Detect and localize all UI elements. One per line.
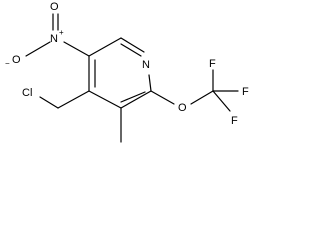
- atom-o-ether: O: [178, 102, 187, 114]
- bond-c2-o-ether: [150, 90, 175, 105]
- chloromethyl-group: [39, 90, 90, 109]
- bond-c5-n-nitro: [63, 41, 90, 57]
- ring-bond-c6-n: [120, 37, 145, 53]
- atom-n-nitro: N: [50, 33, 58, 45]
- atom-fluorine-right: F: [242, 86, 249, 98]
- charge-o-nitro-left: −: [5, 59, 10, 68]
- ring-bond-c5-c6: [88, 37, 122, 57]
- nitro-group: [25, 13, 90, 57]
- atom-chlorine: Cl: [22, 87, 32, 99]
- atom-o-nitro-top: O: [50, 1, 59, 13]
- atom-fluorine-bottom: F: [231, 115, 238, 127]
- ring-double-c2-c3: [120, 91, 146, 103]
- pyridine-ring: [88, 37, 152, 109]
- atom-n-ring: N: [142, 59, 150, 71]
- bond-o-ether-cf3: [190, 90, 214, 105]
- bond-ch2-cl: [39, 96, 59, 109]
- bond-cf3-f-bottom: [212, 90, 231, 112]
- atom-o-nitro-left: O: [12, 54, 21, 66]
- bond-n-nitro-o-left: [25, 41, 51, 57]
- bond-c4-ch2: [57, 90, 90, 109]
- ring-double-c6-n: [120, 43, 142, 57]
- structure-diagram: N N + O O − Cl O F F F: [5, 1, 249, 143]
- trifluoromethoxy-group: [150, 69, 239, 112]
- ring-bond-c2-c3: [120, 90, 152, 109]
- ring-bond-n-c2: [148, 74, 152, 92]
- atom-fluorine-top: F: [209, 58, 216, 70]
- charge-n-nitro: +: [59, 28, 64, 37]
- ring-bond-c3-c4: [88, 90, 122, 109]
